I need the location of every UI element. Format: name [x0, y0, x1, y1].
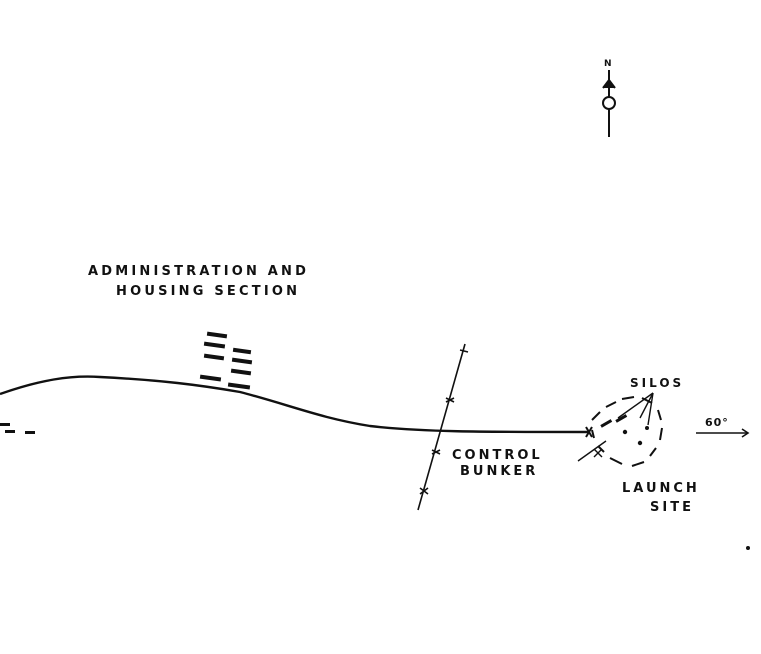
housing-buildings [199, 331, 253, 390]
fence-line [417, 343, 469, 511]
left-structures [0, 423, 35, 434]
control-label-line2: BUNKER [460, 464, 539, 479]
access-road [0, 375, 591, 434]
bunker-leader-line [577, 440, 607, 462]
north-label: N [604, 54, 612, 74]
admin-housing-label: ADMINISTRATION AND HOUSING SECTION [88, 262, 309, 302]
launch-site-label: LAUNCH SITE [622, 479, 700, 517]
admin-label-line1: ADMINISTRATION AND [88, 264, 310, 279]
north-text: N [604, 59, 612, 69]
launch-site-boundary [591, 396, 663, 467]
launch-label-line1: LAUNCH [622, 481, 700, 496]
launch-label-line2: SITE [650, 500, 694, 515]
direction-text: 60° [705, 416, 729, 429]
direction-label: 60° [705, 413, 729, 433]
admin-label-line2: HOUSING SECTION [116, 284, 301, 299]
road-end-marker [585, 426, 593, 438]
silos-text: SILOS [630, 376, 685, 390]
silos-label: SILOS [630, 373, 684, 393]
control-bunker-label: CONTROL BUNKER [452, 448, 543, 480]
north-arrow-icon [602, 70, 616, 137]
direction-arrow [696, 428, 750, 438]
stray-mark [746, 546, 750, 550]
silos [600, 414, 649, 446]
control-label-line1: CONTROL [452, 448, 543, 463]
silos-leader-lines [617, 392, 654, 426]
